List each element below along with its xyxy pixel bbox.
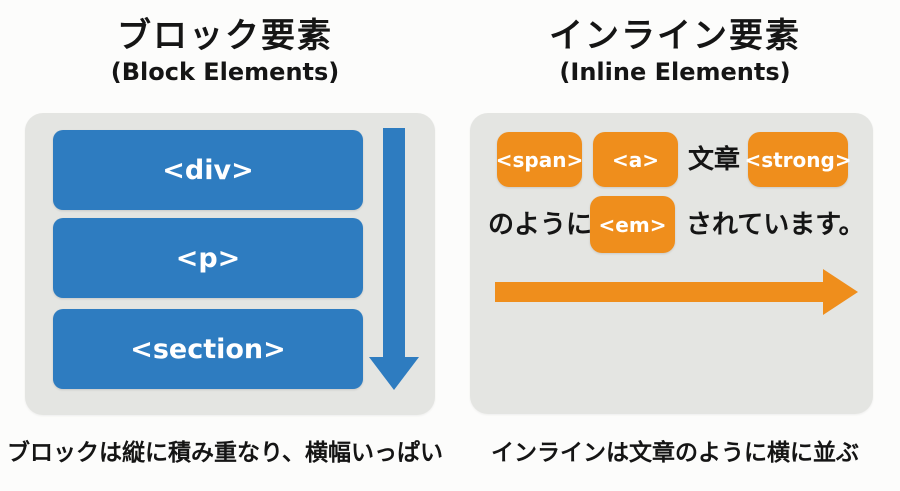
inline-flow-text-bunshou: 文章 bbox=[688, 145, 741, 175]
inline-title-english: (Inline Elements) bbox=[559, 58, 791, 87]
block-title-japanese: ブロック要素 bbox=[117, 16, 333, 56]
em-tag-box: <em> bbox=[590, 196, 675, 253]
block-title-english: (Block Elements) bbox=[110, 58, 340, 87]
div-tag-box: <div> bbox=[53, 130, 363, 210]
down-arrow-icon bbox=[383, 128, 405, 358]
inline-caption: インラインは文章のように横に並ぶ bbox=[491, 440, 859, 466]
strong-tag-box: <strong> bbox=[744, 132, 852, 187]
inline-flow-text-sareteimasu: されています。 bbox=[686, 210, 865, 240]
block-elements-header: ブロック要素 (Block Elements) bbox=[0, 14, 450, 86]
inline-flow-text-noyouni: のように bbox=[488, 210, 593, 240]
right-arrow-icon bbox=[495, 282, 823, 302]
block-caption: ブロックは縦に積み重なり、横幅いっぱい bbox=[6, 440, 444, 466]
block-elements-panel: <div> <p> <section> bbox=[25, 113, 435, 415]
down-arrow-head-icon bbox=[369, 357, 419, 390]
p-tag-box: <p> bbox=[53, 218, 363, 298]
a-tag-box: <a> bbox=[593, 132, 678, 187]
span-tag-box: <span> bbox=[496, 132, 583, 187]
right-arrow-head-icon bbox=[823, 269, 858, 315]
inline-elements-header: インライン要素 (Inline Elements) bbox=[450, 14, 900, 86]
section-tag-box: <section> bbox=[53, 309, 363, 389]
inline-title-japanese: インライン要素 bbox=[549, 16, 801, 56]
inline-elements-panel: <span> <a> 文章 <strong> のように <em> されています。 bbox=[470, 113, 873, 414]
